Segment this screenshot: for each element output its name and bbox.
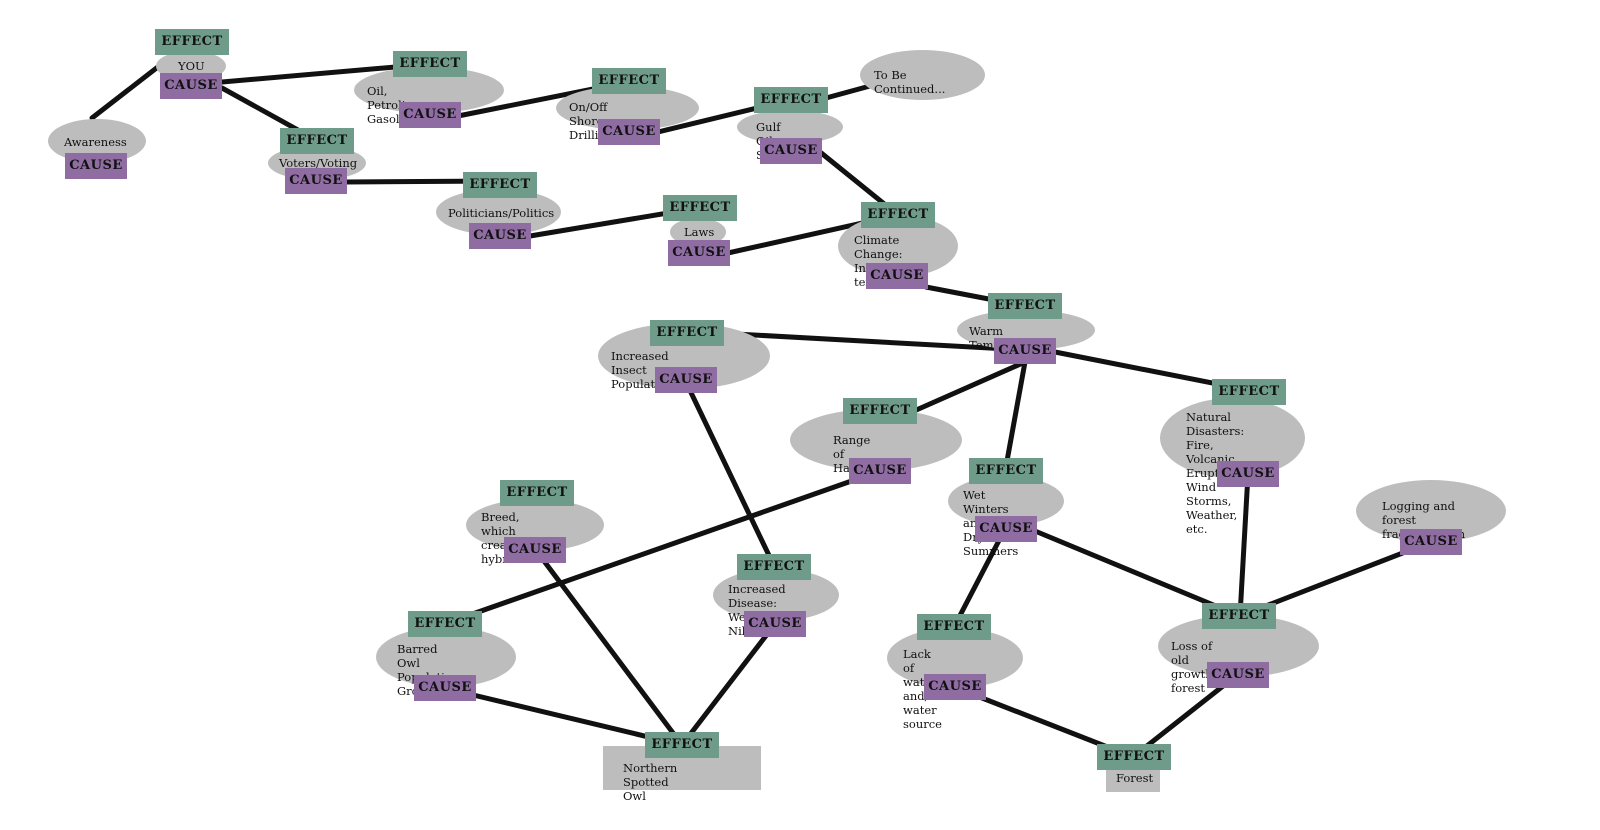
- cause-tag: CAUSE: [744, 611, 806, 637]
- effect-tag: EFFECT: [663, 195, 737, 221]
- cause-tag: CAUSE: [414, 675, 476, 701]
- node-old-growth-label: Loss of old growth forest: [1171, 639, 1213, 695]
- cause-tag: CAUSE: [1207, 662, 1269, 688]
- link-gulf-continued: [823, 83, 873, 101]
- cause-tag: CAUSE: [866, 263, 928, 289]
- effect-tag: EFFECT: [861, 202, 935, 228]
- node-politicians-label: Politicians/Politics: [448, 206, 555, 220]
- effect-tag: EFFECT: [155, 29, 229, 55]
- node-voters-label: Voters/Voting: [279, 156, 358, 170]
- cause-tag: CAUSE: [469, 223, 531, 249]
- link-habitat-barred: [441, 468, 883, 627]
- effect-tag: EFFECT: [988, 293, 1062, 319]
- cause-tag: CAUSE: [975, 516, 1037, 542]
- cause-tag: CAUSE: [994, 338, 1056, 364]
- effect-tag: EFFECT: [500, 480, 574, 506]
- link-oldgrowth-forest: [1130, 672, 1240, 760]
- effect-tag: EFFECT: [1202, 603, 1276, 629]
- link-warm-wet: [1002, 359, 1028, 475]
- cause-tag: CAUSE: [1400, 529, 1462, 555]
- cause-tag: CAUSE: [399, 102, 461, 128]
- node-continued-label: To Be Continued...: [874, 68, 946, 96]
- cause-tag: CAUSE: [285, 168, 347, 194]
- effect-tag: EFFECT: [280, 128, 354, 154]
- cause-tag: CAUSE: [760, 138, 822, 164]
- cause-tag: CAUSE: [160, 73, 222, 99]
- effect-tag: EFFECT: [408, 611, 482, 637]
- node-disasters-label: Natural Disasters: Fire, Volcanic Erupti…: [1186, 410, 1247, 536]
- effect-tag: EFFECT: [917, 614, 991, 640]
- node-awareness-label: Awareness: [64, 135, 127, 149]
- cause-tag: CAUSE: [598, 119, 660, 145]
- link-disease-spotted: [679, 621, 778, 748]
- effect-tag: EFFECT: [650, 320, 724, 346]
- link-breed-spotted: [532, 546, 685, 748]
- cause-tag: CAUSE: [1217, 461, 1279, 487]
- node-insects-label: Increased Insect Population: [611, 349, 674, 391]
- effect-tag: EFFECT: [463, 172, 537, 198]
- effect-tag: EFFECT: [1097, 744, 1171, 770]
- node-laws-label: Laws: [684, 225, 715, 239]
- effect-tag: EFFECT: [969, 458, 1043, 484]
- link-warm-habitat: [911, 359, 1028, 414]
- link-barred-spotted: [441, 685, 685, 748]
- effect-tag: EFFECT: [645, 732, 719, 758]
- link-wet-oldgrowth: [1032, 528, 1243, 619]
- effect-tag: EFFECT: [843, 398, 917, 424]
- node-forest-label: Forest: [1116, 771, 1154, 785]
- cause-tag: CAUSE: [655, 367, 717, 393]
- effect-tag: EFFECT: [1212, 379, 1286, 405]
- cause-tag: CAUSE: [65, 153, 127, 179]
- link-wet-lackwater: [951, 526, 1008, 630]
- link-insects-warm: [715, 330, 1028, 353]
- cause-tag: CAUSE: [504, 537, 566, 563]
- effect-tag: EFFECT: [754, 87, 828, 113]
- node-you-label: YOU: [178, 59, 205, 73]
- cause-tag: CAUSE: [668, 240, 730, 266]
- effect-tag: EFFECT: [592, 68, 666, 94]
- cause-tag: CAUSE: [924, 674, 986, 700]
- effect-tag: EFFECT: [737, 554, 811, 580]
- link-disasters-oldgrowth: [1237, 471, 1251, 619]
- cause-tag: CAUSE: [849, 458, 911, 484]
- effect-tag: EFFECT: [393, 51, 467, 77]
- link-insects-disease: [682, 377, 778, 571]
- node-spotted-owl-label: Northern Spotted Owl: [623, 761, 678, 803]
